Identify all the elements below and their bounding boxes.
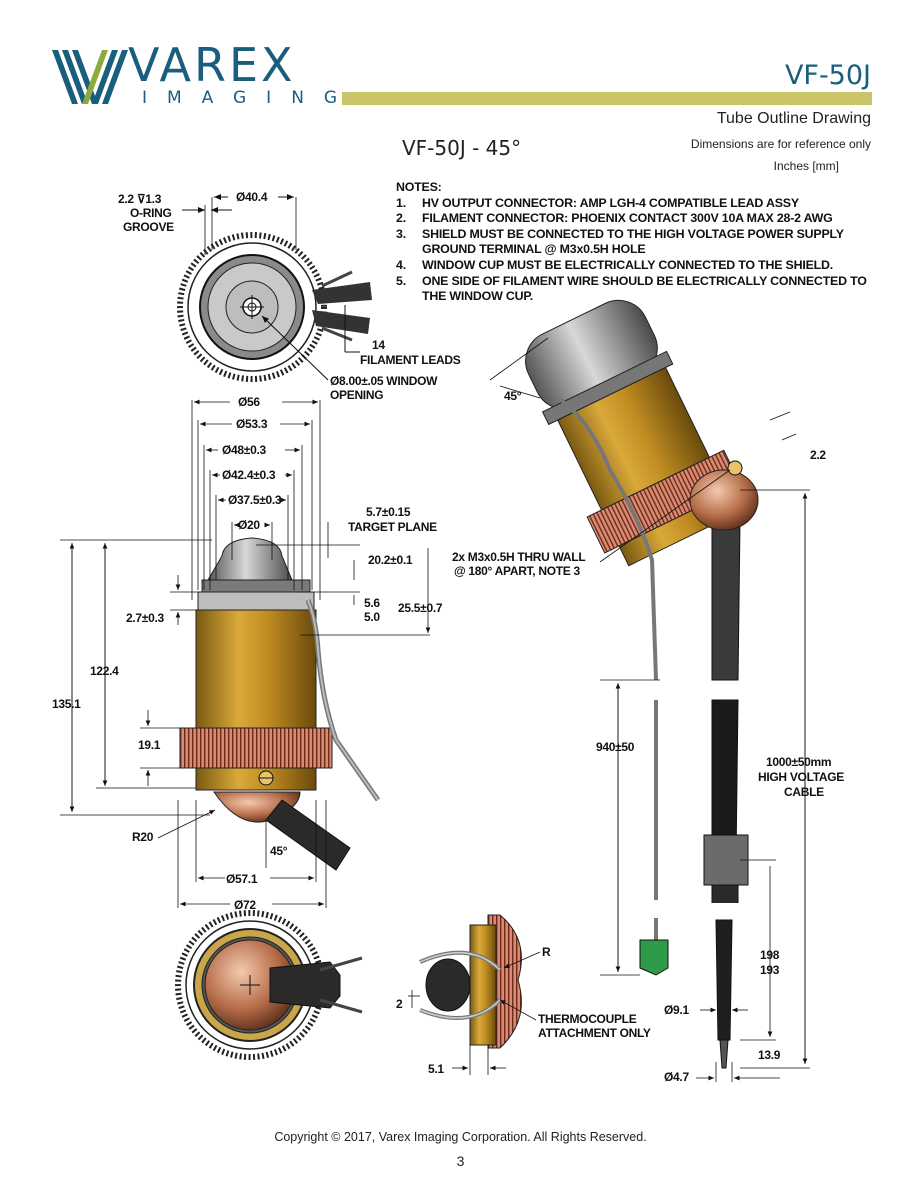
note-text: HV OUTPUT CONNECTOR: AMP LGH-4 COMPATIBL… <box>422 195 799 210</box>
dim-d72: Ø72 <box>234 898 256 912</box>
dim-l1000-b: HIGH VOLTAGE <box>758 770 844 784</box>
dim-target-label: TARGET PLANE <box>348 520 437 534</box>
document-subtitle: Tube Outline Drawing <box>716 110 871 127</box>
page-number: 3 <box>456 1153 465 1169</box>
dim-a45-iso: 45° <box>504 389 522 403</box>
dim-h50: 5.0 <box>364 610 380 624</box>
note-number: 5. <box>396 273 406 288</box>
dim-h122: 122.4 <box>90 664 119 678</box>
dim-oring-label: O-RING <box>130 206 172 220</box>
dim-target: 5.7±0.15 <box>366 505 411 519</box>
dim-holes: 2x M3x0.5H THRU WALL <box>452 550 586 564</box>
dim-h56: 5.6 <box>364 596 380 610</box>
iso-view <box>525 299 759 1069</box>
dim-h25: 25.5±0.7 <box>398 601 443 615</box>
note-number: 2. <box>396 211 406 226</box>
drawing-title: VF-50J - 45° <box>402 136 522 160</box>
dim-h27: 2.7±0.3 <box>126 611 164 625</box>
notes-list: 1. HV OUTPUT CONNECTOR: AMP LGH-4 COMPATI… <box>396 196 876 305</box>
dim-d56: Ø56 <box>238 395 260 409</box>
dim-oring: 2.2 ⊽1.3 <box>118 192 162 206</box>
dim-h20: 20.2±0.1 <box>368 553 413 567</box>
note-text: FILAMENT CONNECTOR: PHOENIX CONTACT 300V… <box>422 211 833 226</box>
varex-logo-mark <box>52 50 128 104</box>
dim-thermocouple: THERMOCOUPLE <box>538 1012 637 1026</box>
dim-h19: 19.1 <box>138 738 161 752</box>
dim-l193: 193 <box>760 963 780 977</box>
dim-r-label: R <box>542 945 551 959</box>
note-item: 4. WINDOW CUP MUST BE ELECTRICALLY CONNEC… <box>396 258 876 274</box>
dim-d37: Ø37.5±0.3 <box>228 493 282 507</box>
dim-w2: 2 <box>396 997 403 1011</box>
dim-l1000: 1000±50mm <box>766 755 832 769</box>
logo-subtitle: IMAGING <box>142 88 358 108</box>
top-view <box>177 232 372 382</box>
dim-w51: 5.1 <box>428 1062 444 1076</box>
units-note: Inches [mm] <box>773 159 839 173</box>
note-item: 2. FILAMENT CONNECTOR: PHOENIX CONTACT 30… <box>396 211 876 227</box>
notes-heading: NOTES: <box>396 180 442 194</box>
note-text: ONE SIDE OF FILAMENT WIRE SHOULD BE ELEC… <box>422 273 867 304</box>
dim-l940: 940±50 <box>596 740 635 754</box>
dim-window-label: OPENING <box>330 388 384 402</box>
dim-w22: 2.2 <box>810 448 826 462</box>
dim-thermocouple2: ATTACHMENT ONLY <box>538 1026 651 1040</box>
reference-note: Dimensions are for reference only <box>690 137 871 151</box>
dim-holes2: @ 180° APART, NOTE 3 <box>454 564 580 578</box>
dim-d57: Ø57.1 <box>226 872 258 886</box>
side-view <box>179 537 381 871</box>
dim-leads-count: 14 <box>372 338 385 352</box>
dim-l1000-c: CABLE <box>784 785 824 799</box>
dim-a45-side: 45° <box>270 844 288 858</box>
note-item: 5. ONE SIDE OF FILAMENT WIRE SHOULD BE EL… <box>396 274 876 305</box>
note-item: 3. SHIELD MUST BE CONNECTED TO THE HIGH V… <box>396 227 876 258</box>
dim-leads-label: FILAMENT LEADS <box>360 353 461 367</box>
side-view-dimensions <box>60 399 431 908</box>
dim-oring-label2: GROOVE <box>123 220 174 234</box>
dim-r20: R20 <box>132 830 154 844</box>
document-id: VF-50J <box>784 60 871 91</box>
note-item: 1. HV OUTPUT CONNECTOR: AMP LGH-4 COMPATI… <box>396 196 876 212</box>
dim-d91: Ø9.1 <box>664 1003 689 1017</box>
dim-d40: Ø40.4 <box>236 190 268 204</box>
dim-d53: Ø53.3 <box>236 417 268 431</box>
note-text: SHIELD MUST BE CONNECTED TO THE HIGH VOL… <box>422 226 844 257</box>
dim-d48: Ø48±0.3 <box>222 443 266 457</box>
dim-w139: 13.9 <box>758 1048 781 1062</box>
dim-d47: Ø4.7 <box>664 1070 689 1084</box>
notes-block: NOTES: 1. HV OUTPUT CONNECTOR: AMP LGH-4 … <box>396 180 876 305</box>
bottom-view <box>175 910 363 1060</box>
dim-d42: Ø42.4±0.3 <box>222 468 276 482</box>
dim-h135: 135.1 <box>52 697 81 711</box>
header-rule <box>342 92 872 105</box>
note-number: 3. <box>396 226 406 241</box>
detail-view <box>419 914 522 1049</box>
note-text: WINDOW CUP MUST BE ELECTRICALLY CONNECTE… <box>422 257 834 272</box>
logo-wordmark: VAREX <box>128 38 296 92</box>
copyright-footer: Copyright © 2017, Varex Imaging Corporat… <box>274 1130 647 1144</box>
note-number: 4. <box>396 257 406 272</box>
dim-l198: 198 <box>760 948 780 962</box>
dim-d20: Ø20 <box>238 518 260 532</box>
note-number: 1. <box>396 195 406 210</box>
dim-window: Ø8.00±.05 WINDOW <box>330 374 438 388</box>
